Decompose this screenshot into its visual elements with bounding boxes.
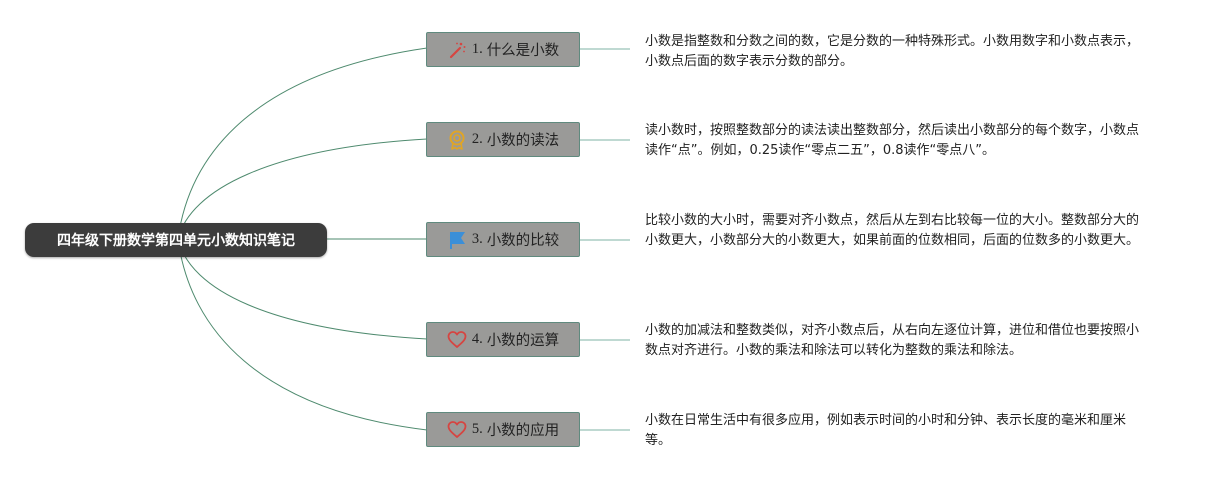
topic-3-description: 比较小数的大小时，需要对齐小数点，然后从左到右比较每一位的大小。整数部分大的小数…	[645, 213, 1140, 248]
link-root-topic-1	[177, 47, 428, 240]
topic-4-label: 小数的运算	[486, 333, 560, 349]
topic-3-number: 3.	[471, 231, 483, 247]
root-title: 四年级下册数学第四单元小数知识笔记	[57, 233, 295, 249]
topic-1-description: 小数是指整数和分数之间的数，它是分数的一种特殊形式。小数用数字和小数点表示，小数…	[645, 34, 1140, 69]
heart-icon	[447, 330, 467, 350]
topic-5[interactable]: 5. 小数的应用	[426, 412, 580, 447]
link-root-topic-4	[177, 238, 428, 340]
heart-icon	[447, 420, 467, 440]
topic-3[interactable]: 3. 小数的比较	[426, 222, 580, 257]
link-root-topic-2	[177, 138, 428, 240]
topic-2-number: 2.	[471, 131, 483, 147]
award-medal-icon	[447, 130, 467, 150]
topic-5-number: 5.	[471, 421, 483, 437]
flag-icon	[447, 230, 467, 250]
root-topic[interactable]: 四年级下册数学第四单元小数知识笔记	[25, 223, 327, 257]
topic-5-description: 小数在日常生活中有很多应用，例如表示时间的小时和分钟、表示长度的毫米和厘米等。	[645, 413, 1127, 448]
topic-3-label: 小数的比较	[486, 233, 560, 249]
topic-2[interactable]: 2. 小数的读法	[426, 122, 580, 157]
topic-1-label: 什么是小数	[486, 43, 560, 59]
topic-5-label: 小数的应用	[486, 423, 560, 439]
topic-2-label: 小数的读法	[486, 133, 560, 149]
topic-4[interactable]: 4. 小数的运算	[426, 322, 580, 357]
link-root-topic-5	[177, 238, 428, 431]
topic-2-description: 读小数时，按照整数部分的读法读出整数部分，然后读出小数部分的每个数字，小数点读作…	[645, 123, 1140, 158]
magic-wand-icon	[447, 40, 467, 60]
topic-1-number: 1.	[471, 41, 483, 57]
topic-1[interactable]: 1. 什么是小数	[426, 32, 580, 67]
topic-4-number: 4.	[471, 331, 483, 347]
topic-4-description: 小数的加减法和整数类似，对齐小数点后，从右向左逐位计算，进位和借位也要按照小数点…	[645, 323, 1140, 358]
